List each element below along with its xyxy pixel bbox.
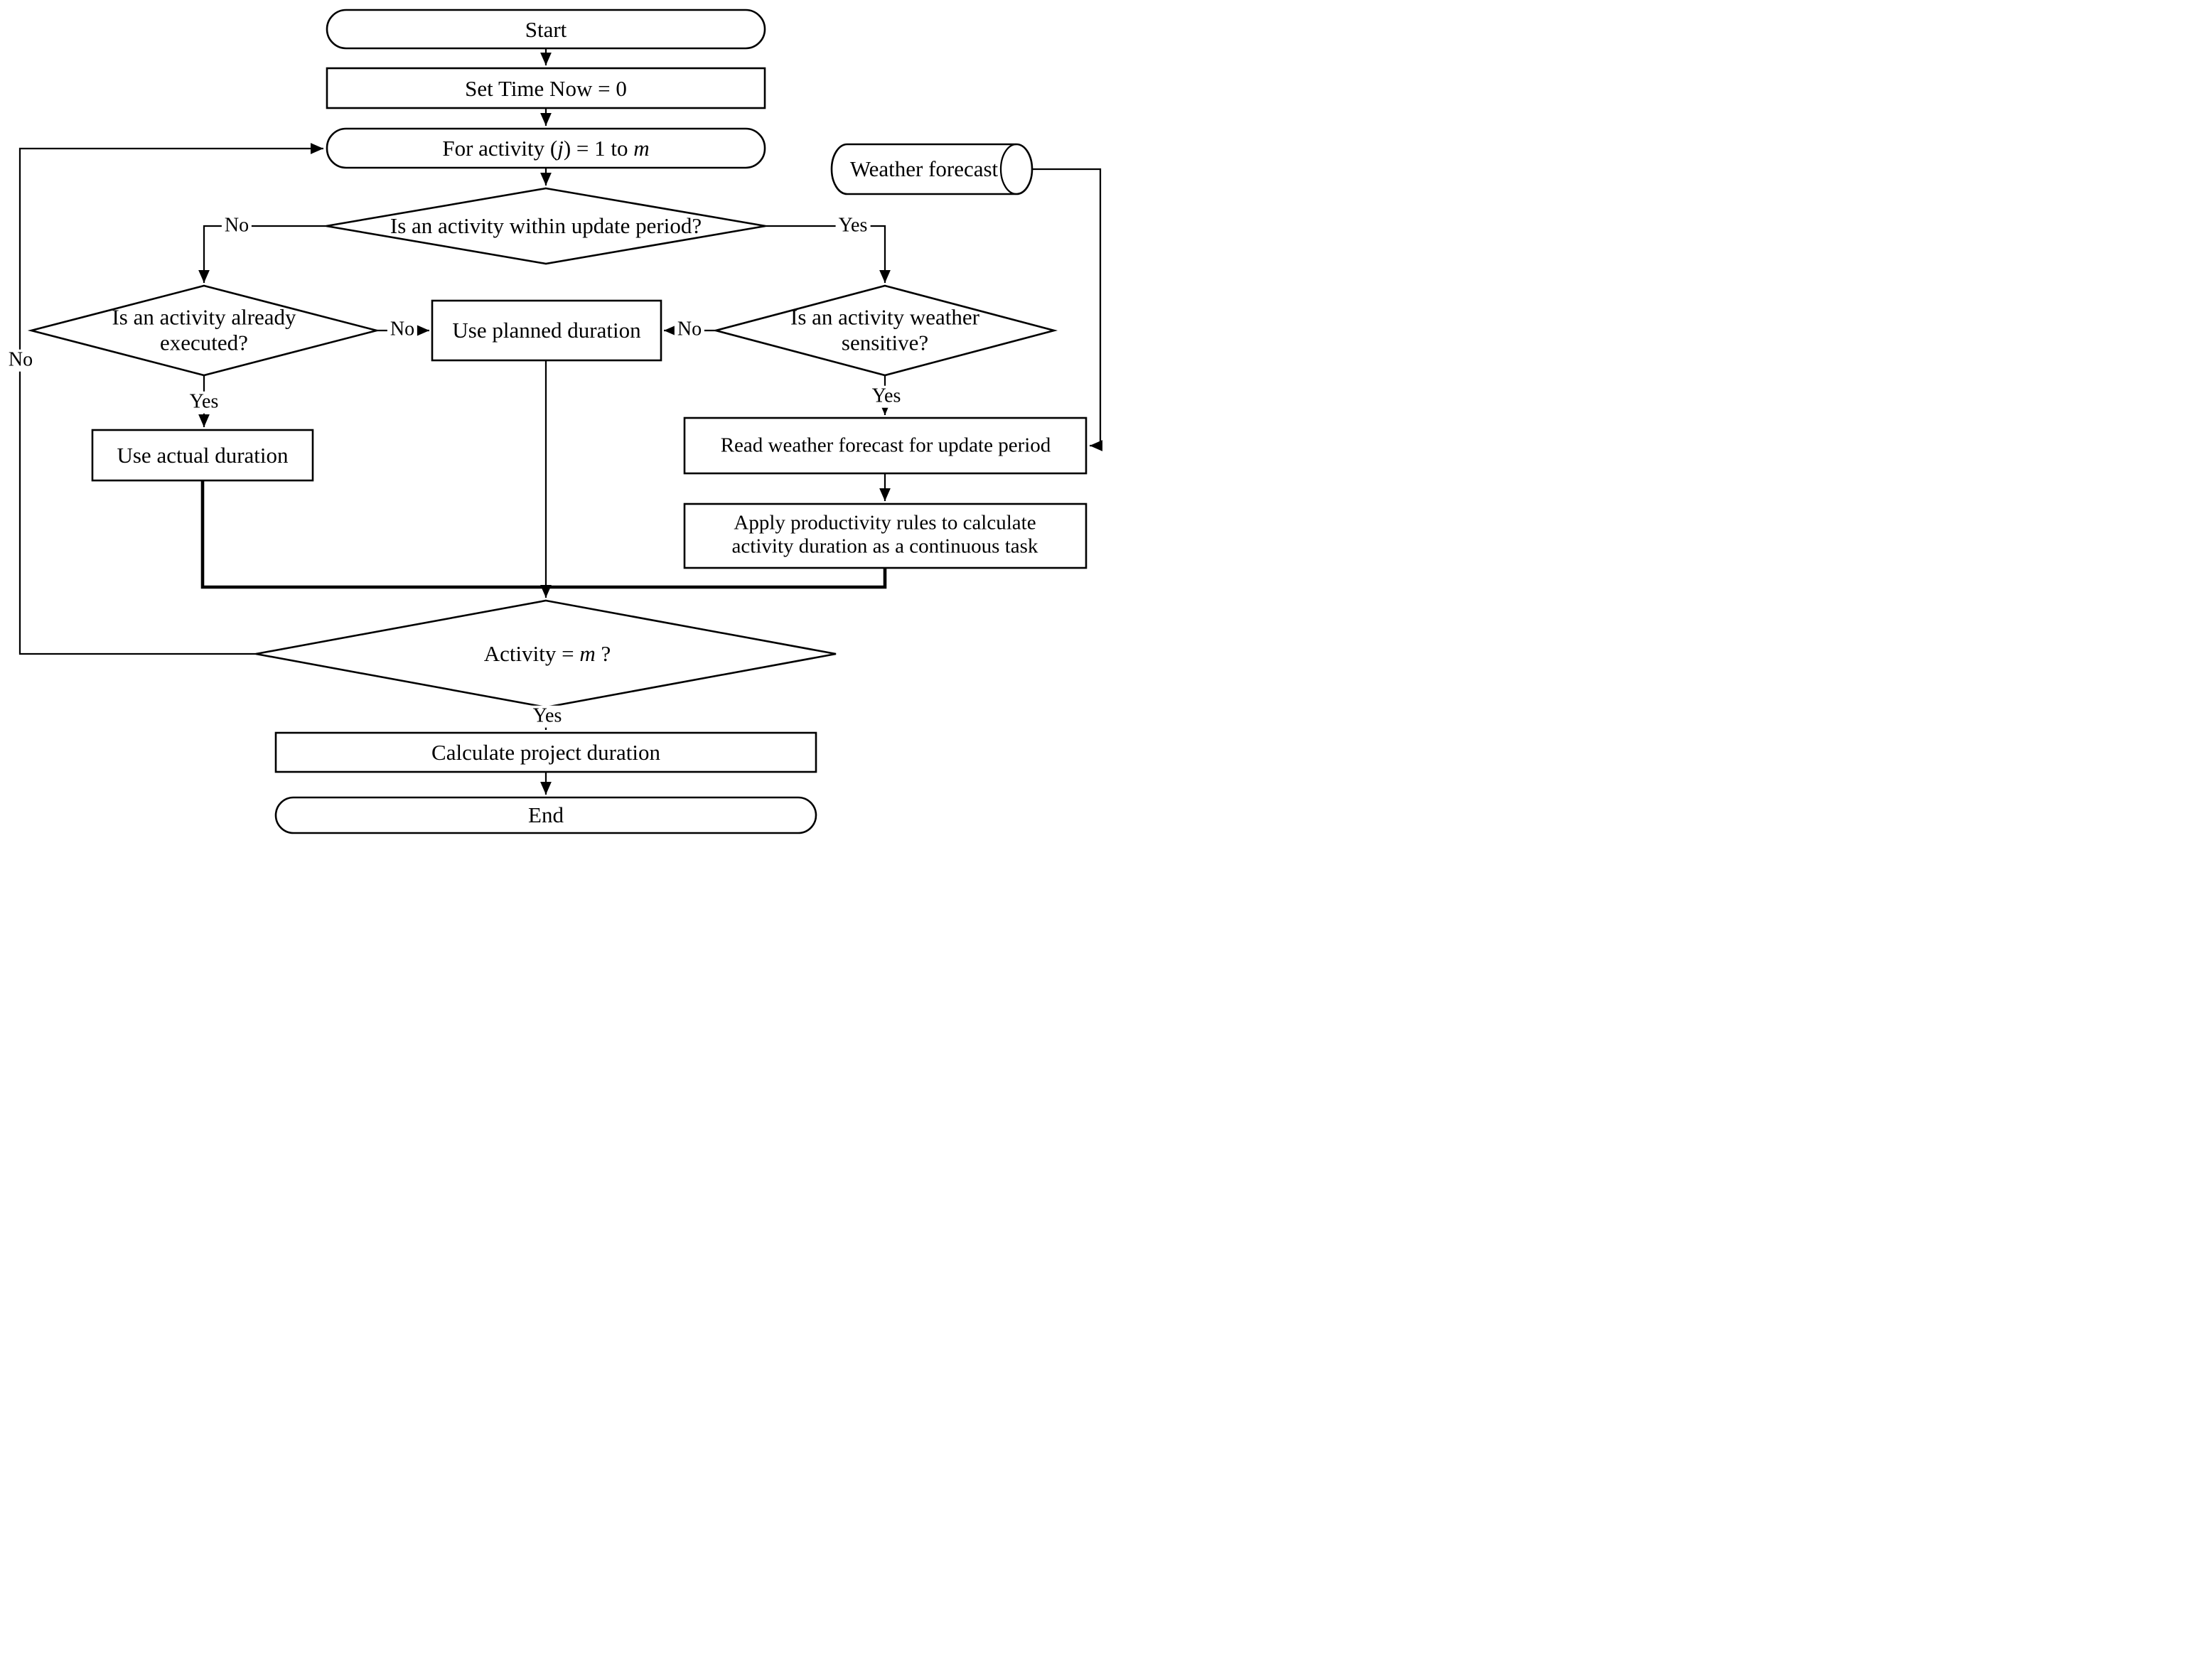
set-time-process-shape (326, 67, 766, 109)
branch-label-executed-no: No (387, 318, 418, 341)
edge-weatherforecast-to-readforecast (1026, 168, 1102, 451)
for-activity-label: For activity (j) = 1 to m (442, 136, 650, 161)
branch-label-sensitive-yes: Yes (869, 385, 904, 408)
set-time-label: Set Time Now = 0 (465, 76, 627, 102)
branch-label-loop-no: No (5, 349, 36, 372)
branch-label-executed-yes: Yes (186, 391, 222, 414)
start-label: Start (525, 17, 567, 43)
use-planned-process-shape (431, 299, 662, 362)
for-activity-loop-shape (326, 127, 766, 169)
flowchart-canvas (18, 9, 1102, 834)
edge-applyrules-to-merge (546, 568, 887, 589)
start-terminator-shape (326, 9, 766, 50)
edge-withinupdate-no-to-executed (198, 225, 326, 283)
weather-forecast-cylinder-cap (999, 143, 1017, 195)
branch-label-within-no: No (221, 215, 252, 237)
read-forecast-label: Read weather forecast for update period (720, 434, 1051, 457)
branch-label-within-yes: Yes (835, 215, 871, 237)
weather-forecast-label: Weather forecast (849, 156, 999, 182)
read-forecast-process-shape (683, 417, 1088, 475)
branch-label-activity-yes: Yes (530, 705, 565, 728)
end-label: End (528, 802, 564, 828)
edge-withinupdate-yes-to-sensitive (766, 225, 891, 283)
use-actual-process-shape (91, 429, 314, 482)
activity-equals-m-label: Activity = m ? (483, 641, 611, 667)
weather-sensitive-decision-shape (712, 284, 1058, 377)
edge-useactual-to-merge (200, 480, 546, 589)
within-update-label: Is an activity within update period? (390, 213, 702, 239)
end-terminator-shape (274, 796, 817, 834)
use-actual-label: Use actual duration (117, 443, 289, 468)
within-update-decision-shape (326, 187, 766, 265)
use-planned-label: Use planned duration (452, 318, 641, 343)
apply-rules-process-shape (683, 503, 1088, 569)
already-executed-decision-shape (27, 284, 381, 377)
calc-duration-label: Calculate project duration (431, 740, 660, 765)
branch-label-sensitive-no: No (674, 318, 705, 341)
flowchart: Start Set Time Now = 0 For activity (j) … (0, 0, 1106, 835)
edge-activitycheck-no-loopback (18, 143, 323, 655)
calc-duration-process-shape (274, 731, 817, 773)
